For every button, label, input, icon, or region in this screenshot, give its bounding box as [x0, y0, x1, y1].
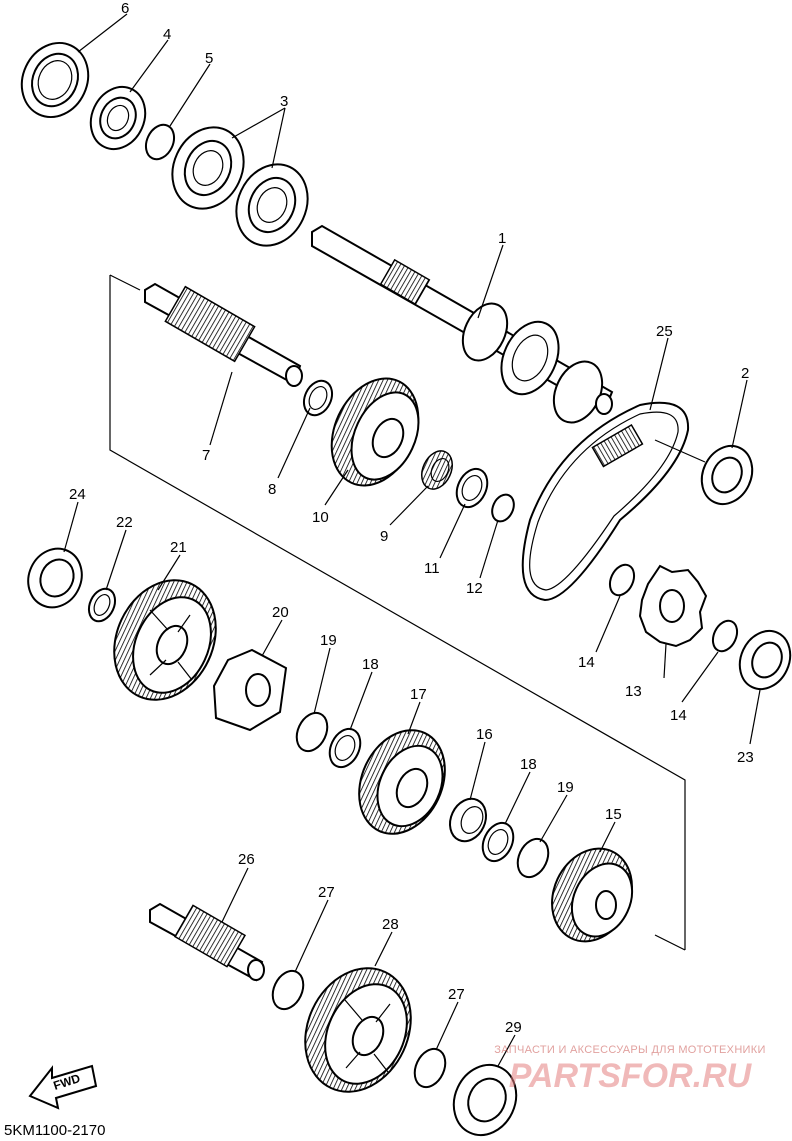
part-13-sprocket[interactable]: [638, 564, 708, 648]
callout-14: 14: [578, 654, 595, 671]
part-23-bearing[interactable]: [731, 623, 792, 698]
callout-labels: 6 4 5 3 1 25 2 7 8 10 9 11 12 24 22 21 2…: [69, 0, 754, 1036]
callout-4: 4: [163, 26, 171, 43]
callout-10: 10: [312, 509, 329, 526]
callout-8: 8: [268, 481, 276, 498]
part-14-circlip-b[interactable]: [708, 617, 741, 655]
part-19-circlip[interactable]: [291, 708, 333, 756]
callout-13: 13: [625, 683, 642, 700]
part-18-washer-b[interactable]: [477, 818, 519, 866]
callout-3: 3: [280, 93, 288, 110]
callout-19-b: 19: [557, 779, 574, 796]
part-3-bearing-b[interactable]: [223, 153, 320, 258]
group-frame: [109, 274, 686, 951]
part-26-shaft[interactable]: [149, 902, 265, 982]
callout-24: 24: [69, 486, 86, 503]
callout-19: 19: [320, 632, 337, 649]
callout-27-b: 27: [448, 986, 465, 1003]
callout-18-b: 18: [520, 756, 537, 773]
part-7-secondary-shaft[interactable]: [144, 282, 303, 387]
callout-16: 16: [476, 726, 493, 743]
callout-20: 20: [272, 604, 289, 621]
part-28-gear[interactable]: [286, 951, 431, 1109]
part-11-washer[interactable]: [451, 464, 493, 512]
part-15-gear[interactable]: [537, 835, 646, 954]
part-22-washer[interactable]: [84, 585, 120, 626]
part-12-circlip[interactable]: [488, 491, 518, 525]
callout-2: 2: [741, 365, 749, 382]
callout-12: 12: [466, 580, 483, 597]
part-29-bearing[interactable]: [443, 1055, 528, 1141]
part-6-oil-seal[interactable]: [10, 32, 100, 128]
part-21-gear[interactable]: [95, 564, 234, 717]
callout-9: 9: [380, 528, 388, 545]
callout-5: 5: [205, 50, 213, 67]
callout-29: 29: [505, 1019, 522, 1036]
callout-22: 22: [116, 514, 133, 531]
part-16-bushing[interactable]: [443, 793, 492, 847]
callout-6: 6: [121, 0, 129, 17]
callout-1: 1: [498, 230, 506, 247]
callout-27: 27: [318, 884, 335, 901]
fwd-arrow-icon: FWD: [28, 1064, 98, 1110]
part-25-chain[interactable]: [521, 401, 690, 602]
part-14-circlip[interactable]: [605, 561, 638, 599]
callout-14-b: 14: [670, 707, 687, 724]
part-18-washer[interactable]: [324, 724, 366, 772]
callout-15: 15: [605, 806, 622, 823]
part-20-dog[interactable]: [212, 648, 288, 732]
part-17-gear[interactable]: [343, 716, 461, 848]
callout-23: 23: [737, 749, 754, 766]
part-3-bearing-a[interactable]: [159, 116, 256, 221]
callout-28: 28: [382, 916, 399, 933]
callout-17: 17: [410, 686, 427, 703]
part-27-circlip-b[interactable]: [409, 1044, 451, 1092]
leader-lines: [63, 13, 761, 1067]
part-24-bearing[interactable]: [19, 540, 91, 616]
callout-25: 25: [656, 323, 673, 340]
part-8-washer[interactable]: [299, 376, 338, 420]
part-9-needle-bearing[interactable]: [416, 446, 458, 494]
part-2-bearing[interactable]: [654, 438, 761, 513]
callout-18: 18: [362, 656, 379, 673]
part-10-gear[interactable]: [315, 364, 435, 499]
part-4-bearing[interactable]: [81, 78, 155, 158]
callout-21: 21: [170, 539, 187, 556]
diagram-code: 5KM1100-2170: [4, 1122, 106, 1139]
callout-26: 26: [238, 851, 255, 868]
part-27-circlip[interactable]: [267, 966, 309, 1014]
callout-7: 7: [202, 447, 210, 464]
callout-11: 11: [424, 560, 440, 577]
part-5-o-ring[interactable]: [141, 120, 180, 164]
part-19-circlip-b[interactable]: [512, 834, 554, 882]
part-1-main-shaft[interactable]: [311, 224, 614, 430]
